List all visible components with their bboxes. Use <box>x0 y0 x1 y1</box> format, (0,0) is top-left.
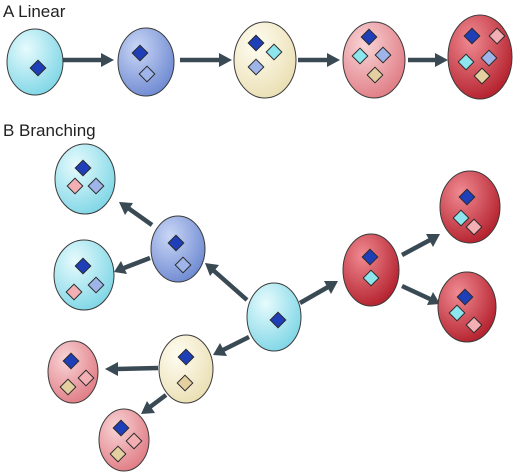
marker-cyan-icon <box>362 269 380 287</box>
marker-tan-icon <box>109 445 127 463</box>
linear-cell-2 <box>117 27 175 97</box>
marker-pink-icon <box>77 369 95 387</box>
marker-pink-icon <box>66 177 84 195</box>
marker-pink-icon <box>488 27 506 45</box>
linear-cell-4 <box>342 21 406 99</box>
marker-tan-icon <box>366 66 384 84</box>
branch-arrow-blue-to-cyan-bottom <box>114 255 151 274</box>
branch-blue-cell <box>150 215 206 283</box>
branch-pink-cell <box>342 233 400 307</box>
marker-cyan-icon <box>448 304 466 322</box>
linear-cell-5 <box>447 14 513 100</box>
marker-darkblue-icon <box>74 159 92 177</box>
marker-cyan-icon <box>452 209 470 227</box>
marker-pink-icon <box>465 218 483 236</box>
marker-darkblue-icon <box>361 248 379 266</box>
marker-cyan-icon <box>351 47 369 65</box>
marker-darkblue-icon <box>360 28 378 46</box>
marker-darkblue-icon <box>458 188 476 206</box>
marker-darkblue-icon <box>463 27 481 45</box>
marker-lightblue-icon <box>247 58 265 76</box>
branch-arrow-pink-to-red-top <box>400 234 440 257</box>
marker-darkblue-icon <box>177 348 195 366</box>
marker-darkblue-icon <box>247 34 265 52</box>
branch-arrow-blue-to-cyan-top <box>119 202 154 227</box>
marker-darkblue-icon <box>74 257 92 275</box>
branch-arrow-cream-to-pink-bottom <box>141 393 168 414</box>
branch-root-cell <box>246 282 302 352</box>
marker-lightblue-icon <box>174 256 192 274</box>
marker-tan-icon <box>473 67 491 85</box>
linear-arrow-3 <box>298 53 340 67</box>
marker-tan-icon <box>59 378 77 396</box>
marker-darkblue-icon <box>456 288 474 306</box>
marker-darkblue-icon <box>269 311 287 329</box>
marker-lightblue-icon <box>480 49 498 67</box>
marker-darkblue-icon <box>131 44 149 62</box>
marker-lightblue-icon <box>138 65 156 83</box>
linear-arrow-4 <box>408 53 448 67</box>
branch-arrow-cream-to-pink-left <box>105 362 159 376</box>
linear-cell-3 <box>233 21 297 99</box>
marker-cyan-icon <box>457 53 475 71</box>
marker-lightblue-icon <box>87 276 105 294</box>
branch-red-cell-bottom <box>437 271 497 343</box>
marker-lightblue-icon <box>87 177 105 195</box>
marker-lightblue-icon <box>374 46 392 64</box>
branching-panel <box>47 143 501 472</box>
marker-darkblue-icon <box>112 419 130 437</box>
linear-arrow-1 <box>63 53 114 67</box>
branch-cream-cell <box>158 334 214 404</box>
marker-darkblue-icon <box>62 352 80 370</box>
marker-darkblue-icon <box>167 234 185 252</box>
branch-pink-cell-bottom <box>98 408 150 472</box>
linear-panel <box>6 14 513 100</box>
panel-a-label: A Linear <box>3 2 66 21</box>
linear-cell-1 <box>6 28 64 96</box>
branch-arrow-root-to-cream <box>213 334 251 356</box>
marker-pink-icon <box>465 316 483 334</box>
branch-red-cell-top <box>439 170 501 244</box>
branch-arrow-pink-to-red-bottom <box>401 283 440 305</box>
branch-pink-cell-left <box>47 340 99 404</box>
marker-cyan-icon <box>265 43 283 61</box>
branch-cyan-cell-bottom <box>53 239 115 311</box>
marker-pink-icon <box>125 432 143 450</box>
branch-arrow-root-to-pink <box>298 281 338 305</box>
branch-arrow-root-to-blue <box>205 263 249 302</box>
panel-b-label: B Branching <box>3 121 96 140</box>
marker-tan-icon <box>176 374 194 392</box>
branch-cyan-cell-top <box>54 143 116 215</box>
marker-darkblue-icon <box>29 59 47 77</box>
linear-arrow-2 <box>180 53 232 67</box>
marker-pink-icon <box>65 283 83 301</box>
